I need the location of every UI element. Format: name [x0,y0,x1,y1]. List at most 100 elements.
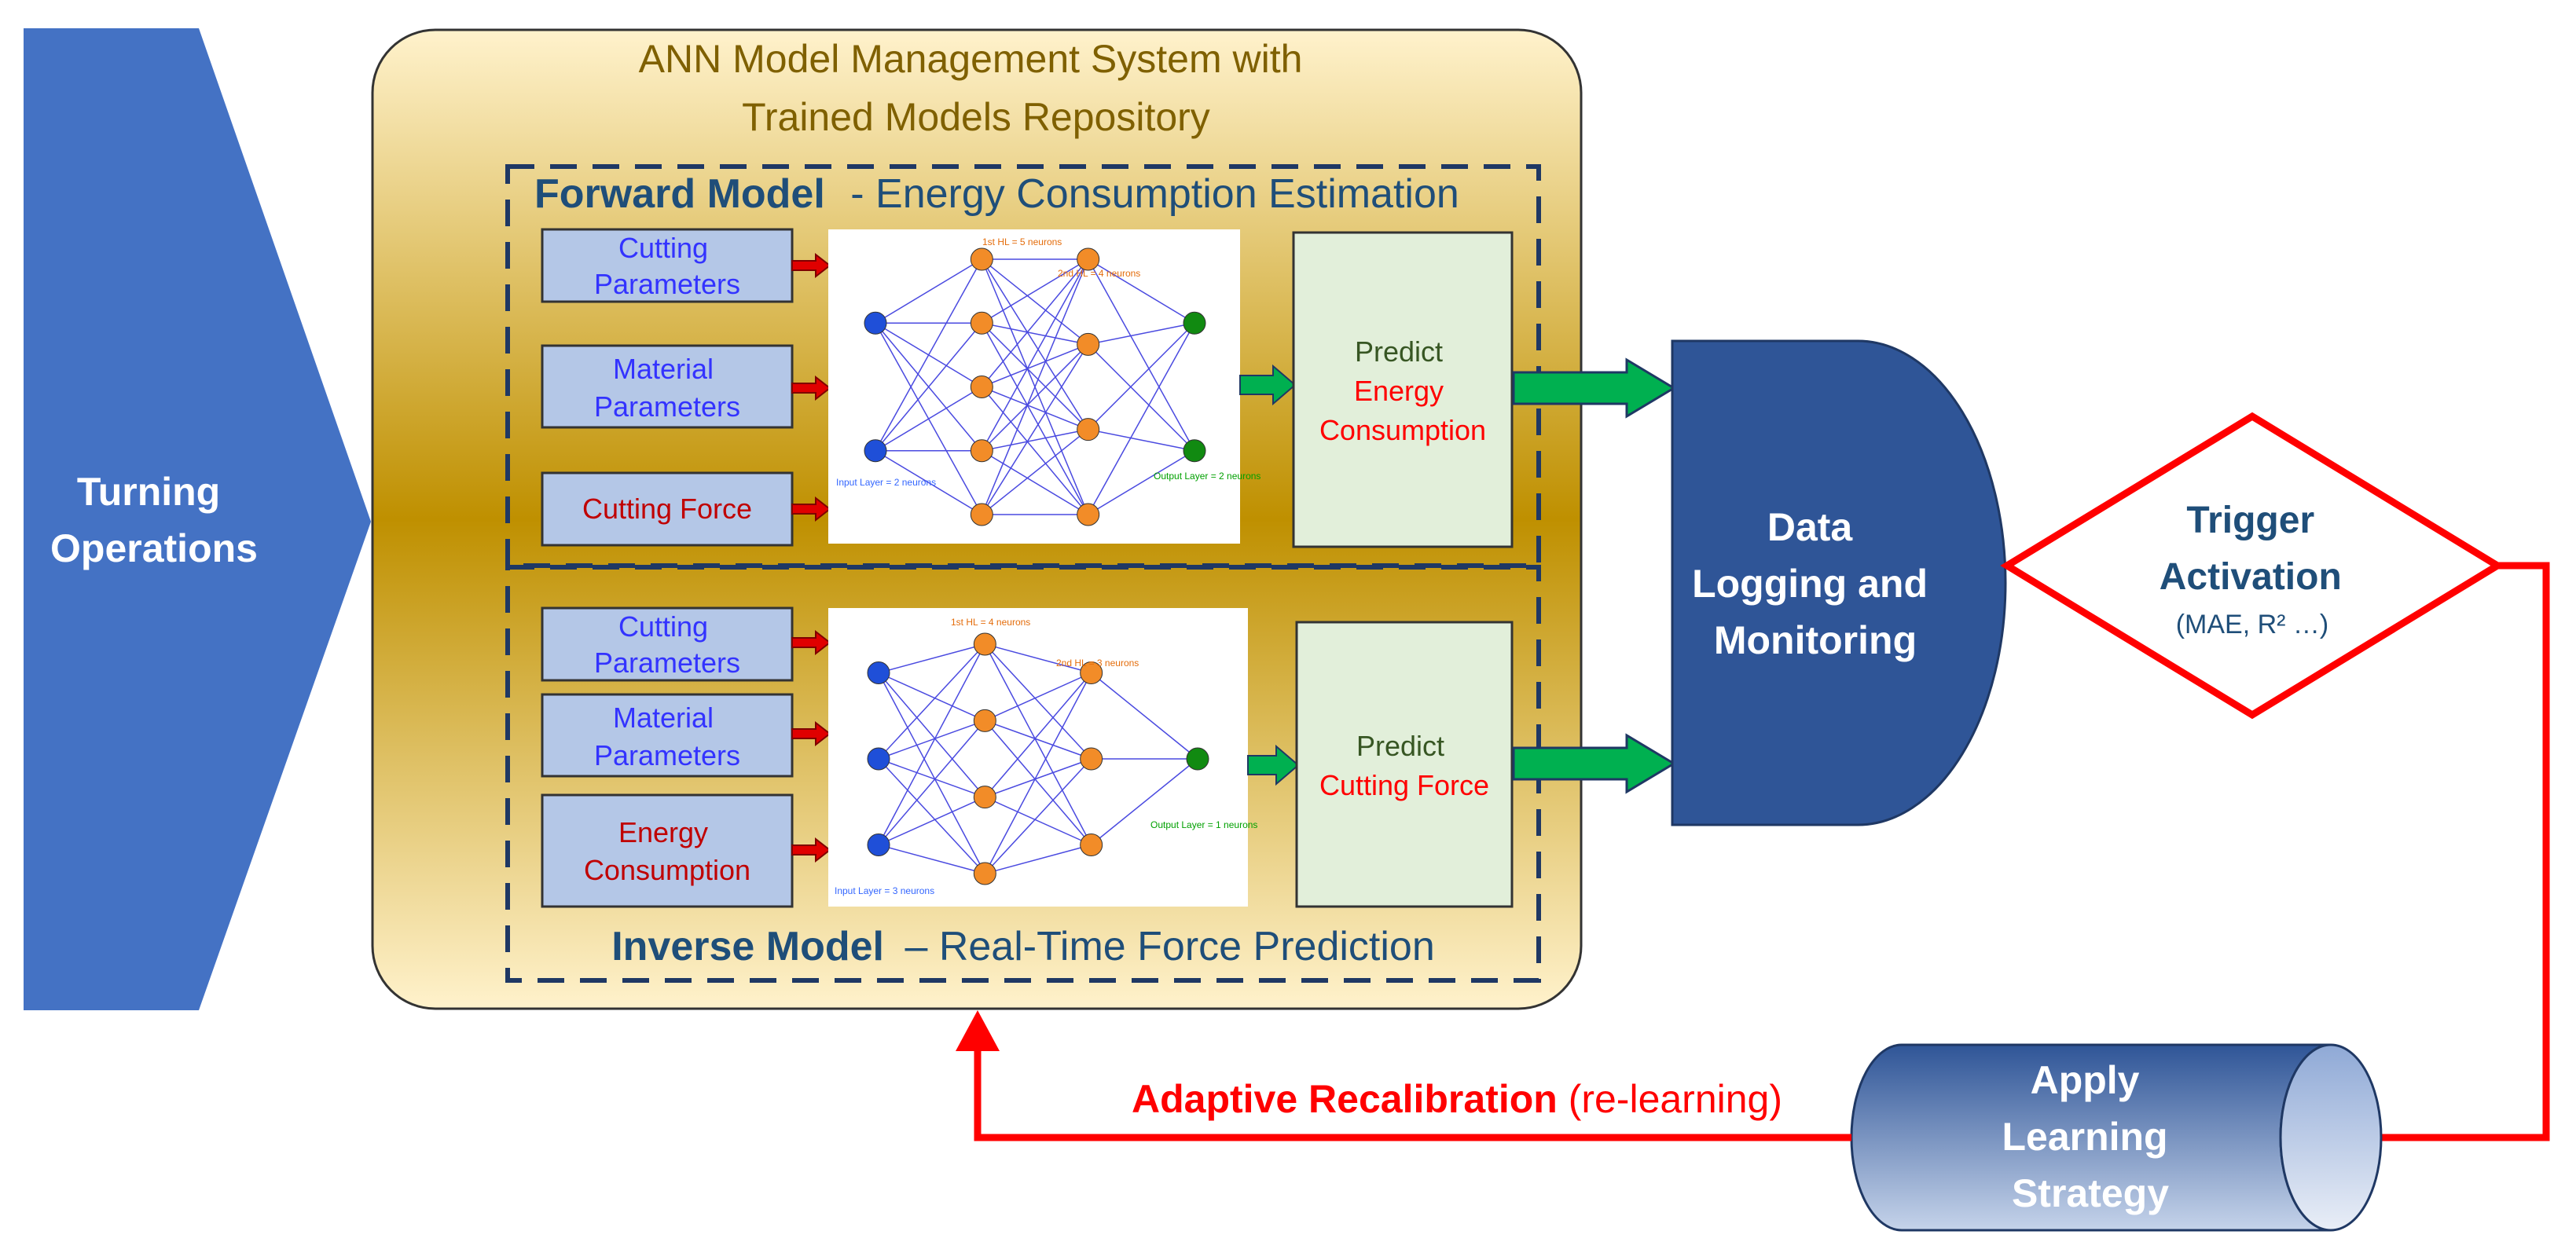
forward-connection-0-1-4 [875,450,982,515]
inverse-neuron-0-2 [867,834,890,856]
inverse-input-layer-label: Input Layer = 3 neurons [835,885,934,896]
forward-to-logging-arrow [1512,357,1676,419]
svg-text:Predict Cutting Force: Predict Cutting Force [1319,730,1489,801]
forward-input-2-line-2: Parameters [594,390,740,423]
forward-connection-2-3-1 [1088,450,1195,515]
inverse-connection-2-2-0 [1091,758,1198,846]
apply-line-1: Apply [2031,1058,2140,1102]
forward-input-3-line-1: Cutting Force [582,493,752,525]
inverse-to-logging-arrow [1512,733,1676,794]
inverse-output-line-1: Predict [1356,730,1444,762]
forward-neuron-3-1 [1183,439,1206,463]
recalibration-label-rest: (re-learning) [1569,1077,1782,1121]
forward-hidden1-label: 1st HL = 5 neurons [982,236,1062,247]
inverse-title-rest: – Real-Time Force Prediction [905,924,1434,969]
forward-neuron-1-1 [970,311,993,335]
forward-connection-1-0-1 [981,258,1089,345]
svg-text:ANN Model Management System wi: ANN Model Management System with Trained… [639,37,1314,139]
inverse-connection-0-2-2 [878,796,985,846]
forward-connection-1-3-3 [981,450,1089,515]
recalibration-label-bold: Adaptive Recalibration [1132,1077,1558,1121]
inverse-hidden2-label: 2nd HL = 3 neurons [1056,658,1139,669]
forward-connection-1-4-0 [981,258,1089,515]
inverse-output-layer-label: Output Layer = 1 neurons [1150,819,1257,830]
svg-text:Apply Learning Str: Apply Learning Strategy [2002,1058,2178,1215]
forward-connection-1-1-1 [982,322,1088,346]
forward-connection-1-1-0 [981,258,1089,324]
forward-title-rest: - Energy Consumption Estimation [850,171,1459,217]
inverse-output-line-2: Cutting Force [1319,769,1489,801]
forward-hidden2-label: 2nd HL = 4 neurons [1058,268,1140,279]
forward-connection-1-3-2 [982,428,1088,452]
forward-network-to-output-arrow [1239,364,1297,406]
forward-connection-2-3-0 [1088,322,1195,515]
system-title-line-2: Trained Models Repository [742,95,1210,139]
inverse-neuron-2-0 [1080,661,1103,684]
inverse-neuron-0-1 [867,747,890,771]
inverse-hidden1-label: 1st HL = 4 neurons [951,617,1030,628]
inverse-input-3-line-2: Consumption [584,854,750,886]
inverse-input-arrows [791,629,831,863]
inverse-input-1-line-1: Cutting [618,610,708,643]
forward-neuron-2-2 [1077,418,1100,441]
forward-neural-network [864,247,1206,526]
inverse-output-box [1295,621,1514,908]
inverse-model-group: Cutting Parameters Material Parameters E… [505,565,1541,983]
forward-connection-1-3-1 [981,343,1089,452]
forward-connection-1-2-2 [982,386,1088,430]
inverse-connection-0-1-1 [878,720,985,760]
svg-text:Trigger Activation: Trigger Activation (MAE, R² …) [2160,500,2345,639]
recalibration-label: Adaptive Recalibration (re-learning) [1132,1077,1782,1121]
logging-line-1: Data [1767,505,1854,549]
forward-connection-1-1-2 [981,322,1089,430]
inverse-connection-0-1-3 [878,758,985,874]
inverse-connection-1-1-1 [985,720,1092,760]
inverse-input-1-line-2: Parameters [594,647,740,679]
forward-connection-1-4-2 [981,429,1089,515]
inverse-neuron-1-0 [973,632,996,656]
forward-neuron-0-1 [864,439,887,463]
forward-output-line-1: Predict [1355,335,1443,368]
forward-connection-2-1-0 [1088,322,1195,346]
svg-text:Cutting Force: Cutting Force [582,493,752,525]
inverse-connection-1-3-2 [985,844,1092,874]
forward-input-2-line-1: Material [613,353,714,385]
inverse-neuron-1-1 [973,709,996,732]
forward-connection-1-2-3 [981,387,1089,515]
svg-text:Inverse Model – Real-Tim: Inverse Model – Real-Time Force Predicti… [611,924,1435,969]
inverse-input-2-line-1: Material [613,702,714,734]
forward-connection-1-2-0 [981,258,1089,387]
forward-output-box [1292,231,1514,548]
inverse-connection-1-0-0 [985,643,1092,674]
turning-operations-shape: Turning Operations [24,28,371,1010]
inverse-connection-0-1-0 [878,643,985,760]
recalibration-arrowhead [956,1010,1000,1051]
forward-neuron-2-1 [1077,332,1100,356]
recalibration-connector [974,1048,1851,1141]
inverse-connection-1-2-2 [985,796,1092,846]
inverse-connection-0-2-0 [878,643,985,845]
forward-neuron-1-4 [970,503,993,526]
forward-model-group: Forward Model - Energy Consumption Estim… [505,164,1541,568]
forward-connection-1-3-0 [981,258,1089,452]
forward-connection-0-1-1 [875,322,982,452]
forward-connection-1-2-1 [982,343,1088,388]
inverse-input-3-line-1: Energy [618,816,708,848]
inverse-connection-1-2-1 [985,758,1092,798]
forward-connection-1-1-3 [981,322,1089,515]
data-logging-shape: Data Logging and Monitoring [1671,339,2007,826]
forward-neuron-0-0 [864,311,887,335]
inverse-connection-1-0-2 [984,643,1092,845]
svg-text:Material Parameters: Material Parameters [594,353,740,423]
inverse-connection-1-3-1 [984,758,1092,874]
inverse-connection-2-0-0 [1091,672,1198,760]
forward-connection-2-0-1 [1088,258,1195,452]
inverse-connection-1-1-0 [985,672,1092,722]
inverse-connection-1-3-0 [984,672,1092,874]
inverse-neural-network [867,632,1209,885]
forward-input-layer-label: Input Layer = 2 neurons [836,477,936,488]
inverse-network-to-output-arrow [1247,744,1300,786]
inverse-connection-0-0-3 [878,672,985,874]
trigger-to-apply-connector [2293,562,2550,1141]
forward-connection-1-4-1 [981,343,1089,515]
